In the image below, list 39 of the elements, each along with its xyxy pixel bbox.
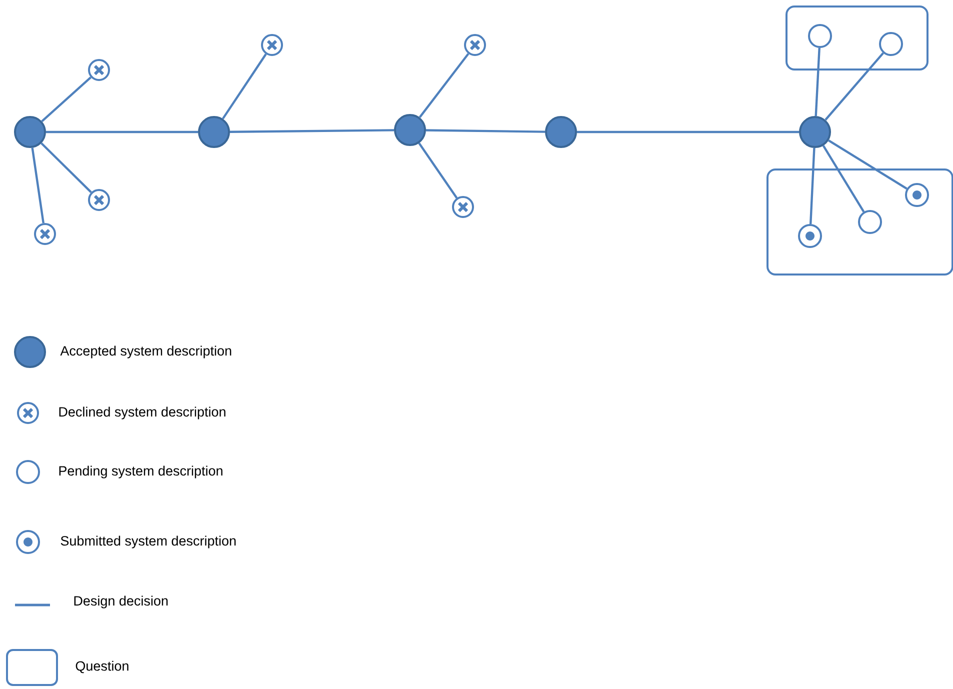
legend-text: Design decision <box>74 596 168 608</box>
connector-line <box>426 129 546 133</box>
connector-line <box>41 76 92 122</box>
connector-line <box>814 48 820 116</box>
declined-node <box>34 223 56 245</box>
submitted-node <box>905 183 929 207</box>
declined-node <box>88 189 110 211</box>
connector-line <box>31 148 44 224</box>
accepted-node <box>545 116 577 148</box>
pending-node <box>808 24 832 48</box>
legend-text: Pending system description <box>59 466 222 478</box>
connector-line <box>222 54 267 120</box>
connector-line <box>828 139 908 190</box>
declined-node <box>464 34 486 56</box>
connector-line <box>809 148 816 224</box>
accepted-node <box>394 114 426 146</box>
connector-line <box>46 130 198 134</box>
question-box <box>786 6 928 70</box>
accepted-node <box>198 116 230 148</box>
connector-line <box>824 52 884 121</box>
connector-line <box>418 142 458 199</box>
legend-text: Accepted system description <box>60 346 232 358</box>
connector-line <box>577 130 799 134</box>
accepted-node <box>799 116 831 148</box>
legend-text: Submitted system description <box>60 536 236 548</box>
connector-line <box>230 129 394 133</box>
declined-node <box>88 59 110 81</box>
submitted-node <box>798 224 822 248</box>
declined-node <box>261 34 283 56</box>
connector-line <box>822 145 865 212</box>
pending-node <box>858 210 882 234</box>
question-box <box>766 168 953 276</box>
legend-text: Question <box>76 660 128 674</box>
declined-node <box>452 196 474 218</box>
legend-text: Declined system description <box>59 406 226 420</box>
accepted-node <box>14 116 46 148</box>
connector-line <box>40 142 92 194</box>
pending-node <box>879 32 903 56</box>
connector-line <box>418 53 470 118</box>
